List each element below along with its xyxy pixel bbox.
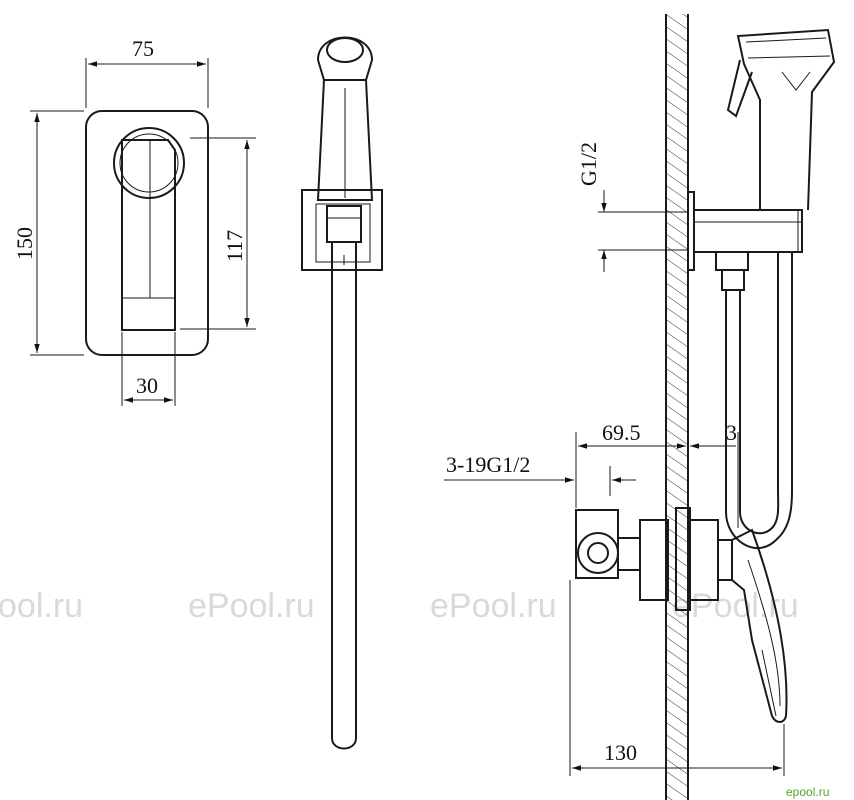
- hose: [331, 242, 357, 750]
- hand-shower-front-view: [301, 36, 383, 750]
- brand-logo: epool.ru: [786, 785, 829, 799]
- dim-3-19-label: 3-19G1/2: [446, 452, 530, 477]
- handle-lever: [121, 139, 176, 331]
- lever-side: [731, 528, 788, 723]
- dim-69-5-label: 69.5: [602, 420, 641, 445]
- dim-g12-label: G1/2: [576, 142, 601, 186]
- dimension-69-5: 69.5 3: [575, 420, 739, 528]
- dim-150-label: 150: [12, 227, 37, 260]
- dim-75-label: 75: [132, 36, 154, 61]
- handle-escutcheon: [113, 127, 185, 199]
- dimension-30: 30: [121, 332, 176, 406]
- dim-130-label: 130: [604, 740, 637, 765]
- holder-side-view: [687, 28, 836, 291]
- dim-30-label: 30: [136, 373, 158, 398]
- dimension-117: 117: [180, 137, 256, 330]
- dim-3-label: 3: [726, 420, 737, 445]
- wall-section: [665, 14, 689, 800]
- dimension-150: 150: [12, 110, 84, 356]
- watermark-text-3: ePool.ru: [430, 587, 557, 625]
- watermark: ool.ru ePool.ru ePool.ru ePool.ru: [0, 587, 799, 625]
- watermark-text-1: ool.ru: [0, 587, 83, 625]
- dimension-3-19g12: 3-19G1/2: [444, 452, 636, 496]
- wall-holder: [301, 189, 383, 271]
- front-view: [85, 110, 209, 356]
- watermark-text-2: ePool.ru: [188, 587, 315, 625]
- cover-plate: [85, 110, 209, 356]
- logo-text: epool.ru: [786, 785, 829, 799]
- dimension-130: 130: [569, 580, 785, 776]
- hose-side-view: [725, 252, 793, 550]
- mixer-side-view: [575, 507, 788, 723]
- dim-117-label: 117: [222, 230, 247, 262]
- dimension-75: 75: [85, 36, 209, 108]
- dimension-g12: G1/2: [576, 142, 688, 272]
